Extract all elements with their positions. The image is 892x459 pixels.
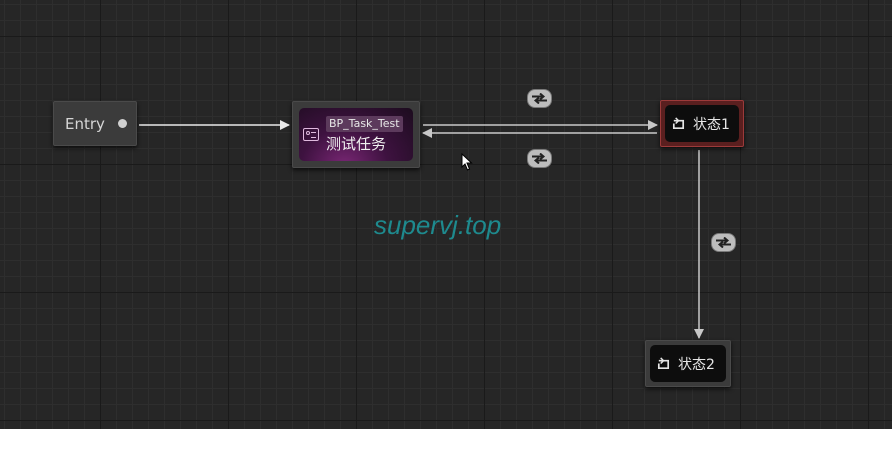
entry-label: Entry [65,114,105,133]
transition-rule-state1-to-task[interactable] [527,149,552,168]
state-node-1-label: 状态1 [693,116,730,133]
state-node-2-label: 状态2 [678,356,715,373]
state-node-1-body: 状态1 [665,105,739,142]
state-loop-icon [657,357,670,370]
state-node-2-body: 状态2 [650,345,726,382]
watermark: supervj.top [374,210,502,240]
task-node[interactable]: BP_Task_Test 测试任务 [292,101,420,168]
transition-rule-icon [716,237,731,248]
task-class-tag: BP_Task_Test [326,115,403,132]
transition-rule-state1-to-state2[interactable] [711,233,736,252]
mouse-cursor-icon [461,153,473,171]
state-loop-icon [672,117,685,130]
state-node-1[interactable]: 状态1 [660,100,744,147]
transition-wires [139,120,704,339]
state-node-2[interactable]: 状态2 [645,340,731,387]
transition-rule-task-to-state1[interactable] [527,89,552,108]
entry-output-pin[interactable] [117,119,127,128]
task-node-body: BP_Task_Test 测试任务 [299,108,413,161]
task-title: 测试任务 [326,134,387,153]
state-machine-graph[interactable]: Entry BP_Task_Test 测试任务 状态1 状态2 [0,0,892,429]
transition-rule-icon [532,93,547,104]
entry-node[interactable]: Entry [53,101,137,146]
task-id-card-icon [303,128,319,141]
transition-rule-icon [532,153,547,164]
